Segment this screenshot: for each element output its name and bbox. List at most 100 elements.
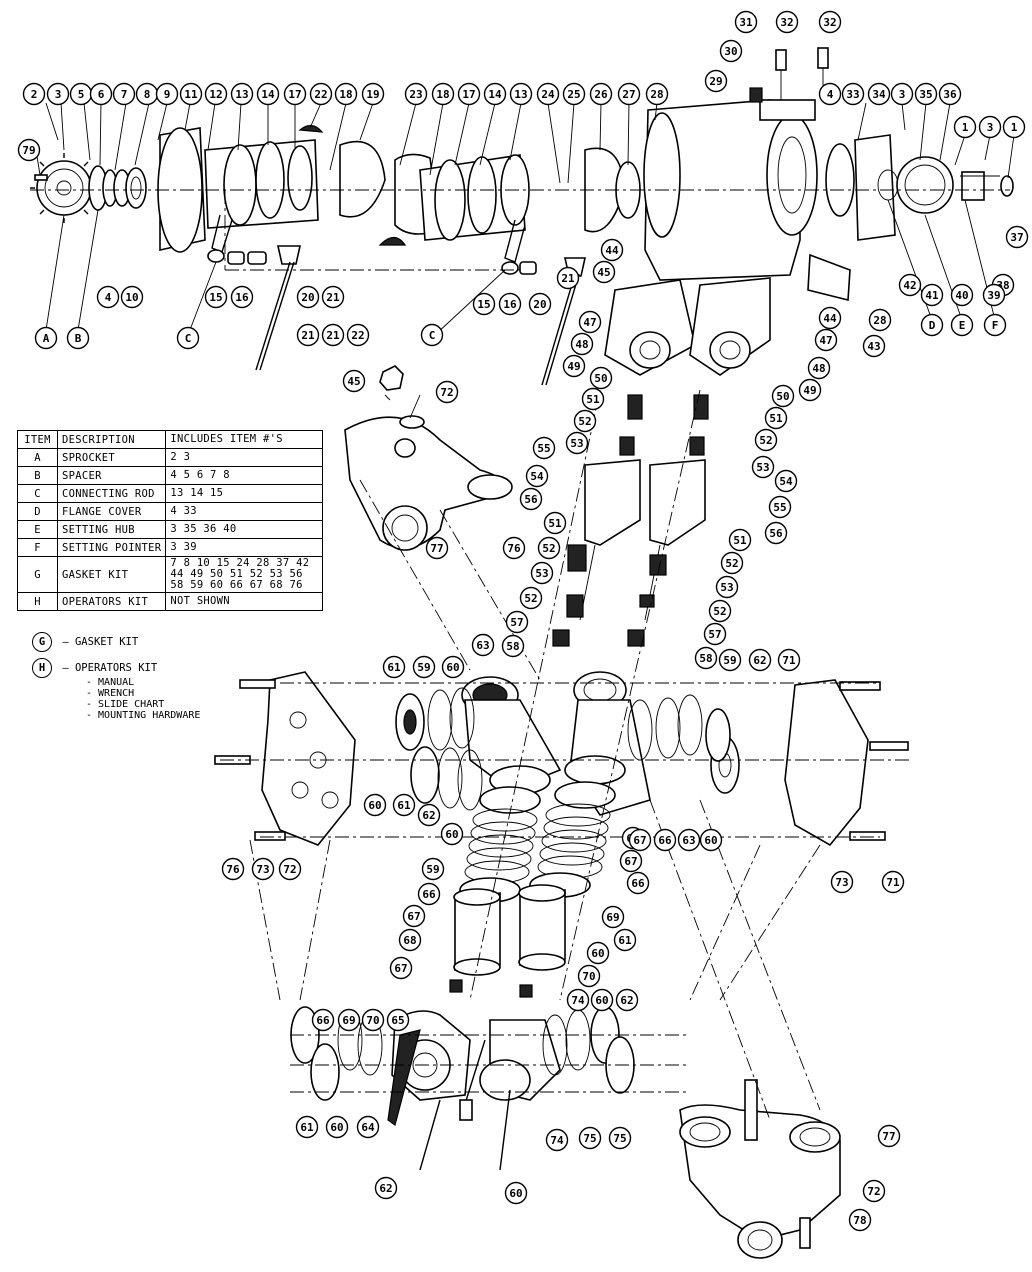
part-callout-label: 11 — [184, 88, 198, 101]
part-callout-label: 77 — [430, 542, 443, 555]
part-callout-label: 15 — [477, 298, 490, 311]
part-callout-label: 72 — [283, 863, 296, 876]
part-callout-circle — [920, 283, 944, 307]
part-callout: 63 — [677, 828, 701, 852]
part-callout: 41 — [920, 283, 944, 307]
part-callout-label: 51 — [733, 534, 747, 547]
gasket-kit-letter: G — [32, 632, 52, 652]
part-callout-circle — [417, 882, 441, 906]
part-callout-label: 13 — [514, 88, 527, 101]
part-callout-circle — [774, 469, 798, 493]
part-callout: 53 — [751, 455, 775, 479]
operators-kit-item: - MANUAL — [86, 677, 135, 688]
part-callout-label: 60 — [509, 1187, 522, 1200]
part-callout: 62 — [374, 1176, 398, 1200]
part-callout: 72 — [278, 857, 302, 881]
part-callout: 15 — [204, 285, 228, 309]
part-callout: 69 — [601, 905, 625, 929]
part-callout-circle — [578, 1126, 602, 1150]
legend-item-cell: H — [17, 592, 58, 611]
part-callout-label: 24 — [541, 88, 555, 101]
part-callout-circle — [440, 822, 464, 846]
part-callout-circle — [472, 292, 496, 316]
part-callout: 12 — [204, 82, 228, 106]
part-callout: 49 — [798, 378, 822, 402]
kit-letter-callout: D — [920, 313, 944, 337]
part-callout-label: 73 — [256, 863, 269, 876]
part-callout-label: 56 — [769, 527, 783, 540]
part-callout-circle — [562, 82, 586, 106]
gasket-kit-label: GASKET KIT — [74, 636, 139, 648]
part-callout-label: 43 — [867, 340, 880, 353]
part-callout-label: 75 — [613, 1132, 626, 1145]
part-callout-label: 66 — [631, 877, 645, 890]
part-callout-label: 74 — [550, 1134, 564, 1147]
part-callout-label: 28 — [650, 88, 663, 101]
part-callout-label: 52 — [542, 542, 555, 555]
part-callout-circle — [435, 380, 459, 404]
part-callout-label: 34 — [872, 88, 886, 101]
part-callout-circle — [818, 10, 842, 34]
part-callout: 57 — [703, 622, 727, 646]
part-callout-label: 53 — [756, 461, 769, 474]
part-callout-label: 56 — [524, 493, 538, 506]
part-callout-label: 47 — [819, 334, 832, 347]
part-callout-circle — [155, 82, 179, 106]
part-callout: 62 — [417, 803, 441, 827]
operators-kit-item: - SLIDE CHART — [86, 699, 165, 710]
part-callout: 54 — [774, 469, 798, 493]
part-callout-label: 42 — [903, 279, 916, 292]
part-callout-label: 3 — [987, 121, 994, 134]
part-callout-circle — [608, 1126, 632, 1150]
part-callout-circle — [862, 1179, 886, 1203]
part-callout: 42 — [898, 273, 922, 297]
part-callout-label: 51 — [769, 412, 783, 425]
part-callout: 77 — [425, 536, 449, 560]
part-callout-label: 71 — [782, 654, 796, 667]
part-callout-circle — [342, 369, 366, 393]
part-callout-circle — [321, 285, 345, 309]
part-callout: 66 — [626, 871, 650, 895]
part-callout-label: 45 — [347, 375, 360, 388]
operators-kit-list: - MANUAL - WRENCH - SLIDE CHART - MOUNTI… — [86, 677, 200, 721]
part-callout: 60 — [441, 655, 465, 679]
part-callout-label: 60 — [595, 994, 608, 1007]
part-callout-circle — [719, 39, 743, 63]
part-callout-label: 57 — [510, 616, 523, 629]
part-callout: 17 — [283, 82, 307, 106]
part-callout-label: 6 — [98, 88, 105, 101]
part-callout: 61 — [392, 793, 416, 817]
part-callout-label: 61 — [618, 934, 632, 947]
part-callout-label: 1 — [962, 121, 969, 134]
part-callout-label: 3 — [55, 88, 62, 101]
part-callout-label: 5 — [78, 88, 85, 101]
part-callout-label: 9 — [164, 88, 171, 101]
legend-description-cell: GASKET KIT — [56, 556, 167, 593]
part-callout: 36 — [938, 82, 962, 106]
part-callout: 74 — [545, 1128, 569, 1152]
legend-description-cell: SPACER — [56, 466, 167, 485]
legend-includes-cell: NOT SHOWN — [165, 592, 324, 611]
part-callout: 4 — [818, 82, 842, 106]
part-callout: 74 — [566, 988, 590, 1012]
part-callout: 22 — [309, 82, 333, 106]
part-callout-label: 51 — [548, 517, 562, 530]
part-callout-label: 79 — [22, 144, 35, 157]
part-callout: 59 — [718, 648, 742, 672]
kit-letter-callout: C — [420, 323, 444, 347]
gasket-kit-dash: — — [62, 636, 69, 648]
legend-description-cell: FLANGE COVER — [56, 502, 167, 521]
legend-item-cell: E — [17, 520, 58, 539]
part-callout-circle — [586, 941, 610, 965]
part-callout-circle — [309, 82, 333, 106]
part-callout-label: 39 — [987, 289, 1000, 302]
part-callout-circle — [325, 1115, 349, 1139]
part-callout-label: 62 — [422, 809, 435, 822]
part-callout-circle — [728, 528, 752, 552]
part-callout: 52 — [754, 428, 778, 452]
part-callout-label: 57 — [708, 628, 721, 641]
part-callout-label: 52 — [578, 415, 591, 428]
part-callout-label: 67 — [633, 834, 646, 847]
